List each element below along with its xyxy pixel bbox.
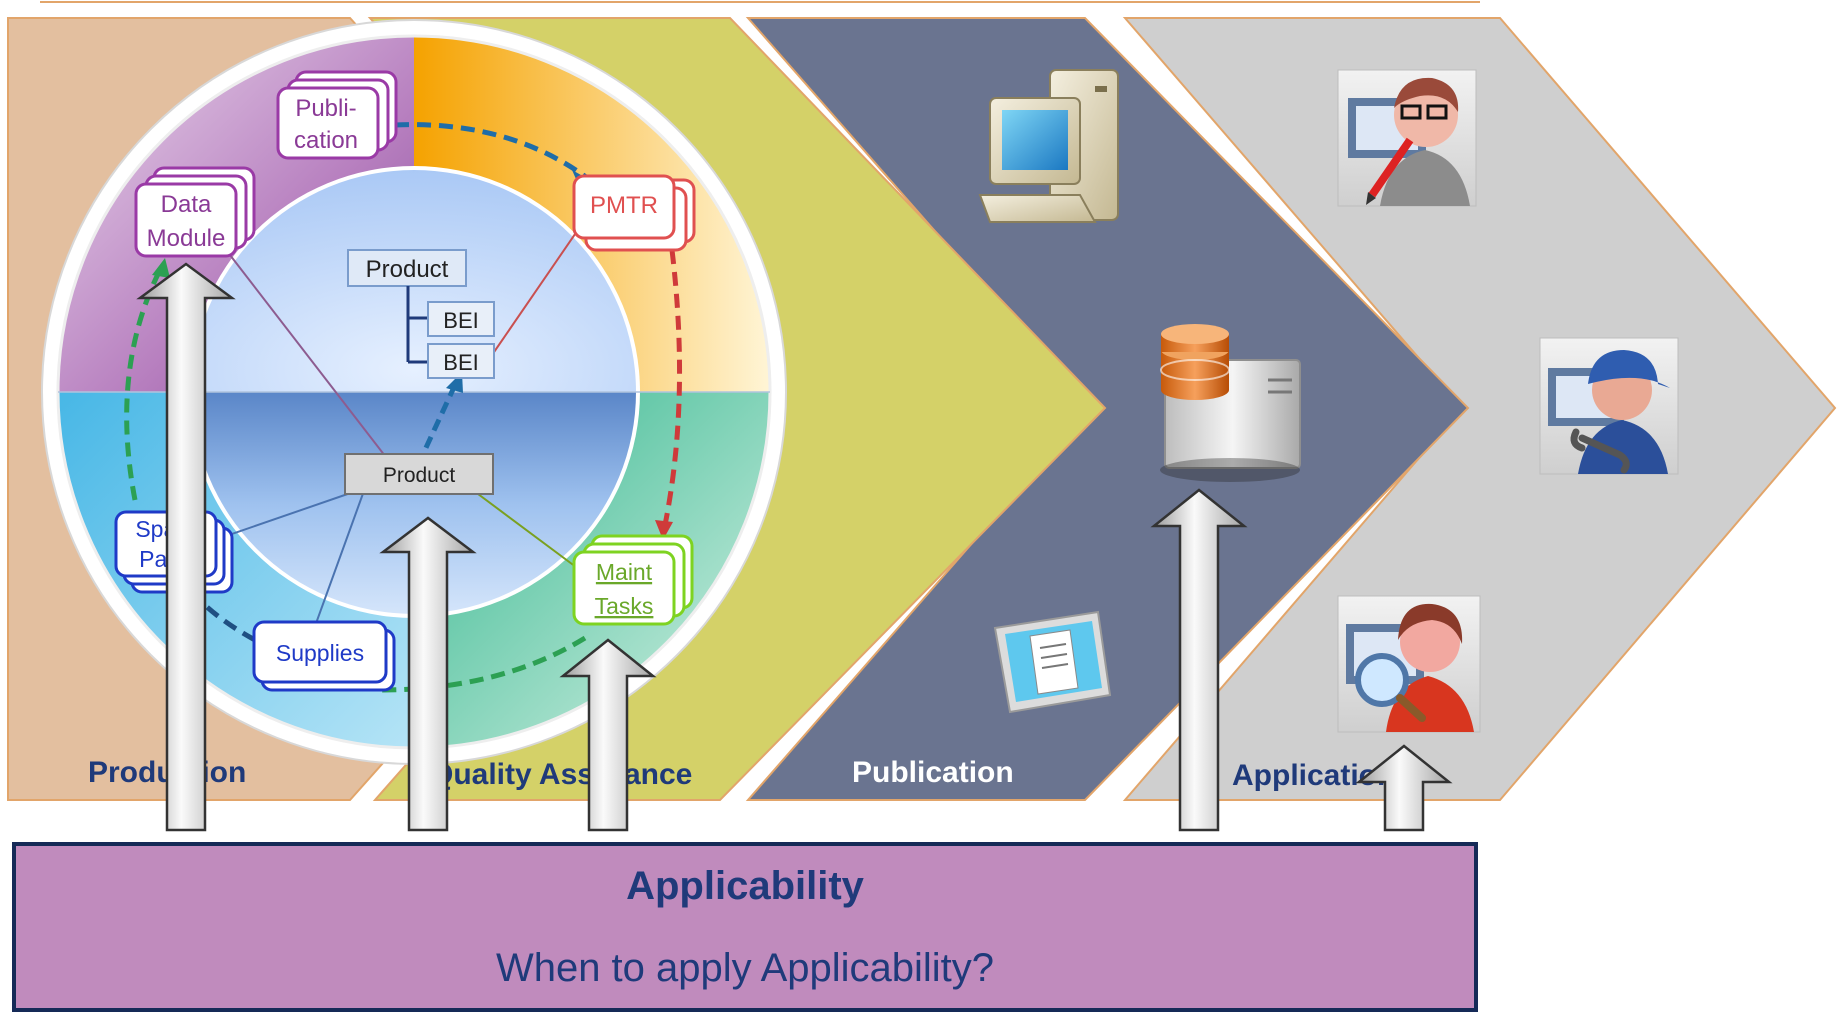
svg-text:Product: Product	[366, 256, 449, 283]
applicability-box: Applicability When to apply Applicabilit…	[12, 842, 1478, 1012]
product-center-box: Product	[344, 453, 494, 495]
applicability-question: When to apply Applicability?	[495, 946, 995, 990]
arrow-to-maint-tasks	[559, 638, 657, 832]
svg-text:Publi-: Publi-	[295, 95, 356, 122]
maint-tasks-card: Maint Tasks	[572, 534, 694, 626]
arrow-to-data-module	[136, 262, 236, 832]
quality-stage-label: Quality Assurance	[430, 758, 692, 791]
reviewer-user-icon	[1337, 595, 1481, 733]
arrow-to-server	[1150, 488, 1248, 832]
svg-text:cation: cation	[294, 127, 358, 154]
pmtr-card: PMTR	[572, 174, 696, 252]
arrow-to-product	[379, 516, 477, 832]
svg-text:Module: Module	[147, 225, 226, 252]
svg-text:BEI: BEI	[443, 350, 478, 375]
database-server-icon	[1160, 324, 1301, 482]
publication-card: Publi- cation	[276, 70, 398, 160]
applicability-arrows	[136, 262, 1453, 832]
document-tablet-icon	[993, 610, 1112, 714]
arrow-to-application	[1355, 744, 1453, 832]
svg-text:Maint: Maint	[596, 559, 653, 585]
desktop-computer-icon	[978, 69, 1119, 223]
svg-text:Tasks: Tasks	[595, 593, 654, 619]
svg-text:Supplies: Supplies	[276, 640, 364, 666]
author-user-icon	[1337, 69, 1477, 207]
applicability-title: Applicability	[626, 864, 864, 908]
supplies-card: Supplies	[252, 620, 396, 692]
technician-user-icon	[1539, 337, 1679, 475]
svg-text:PMTR: PMTR	[590, 192, 658, 219]
product-tree: Product BEI BEI	[347, 249, 495, 379]
data-module-card: Data Module	[134, 166, 256, 258]
publication-stage-label: Publication	[852, 756, 1014, 789]
svg-text:Data: Data	[161, 191, 212, 218]
svg-text:BEI: BEI	[443, 308, 478, 333]
svg-text:Product: Product	[383, 464, 456, 487]
